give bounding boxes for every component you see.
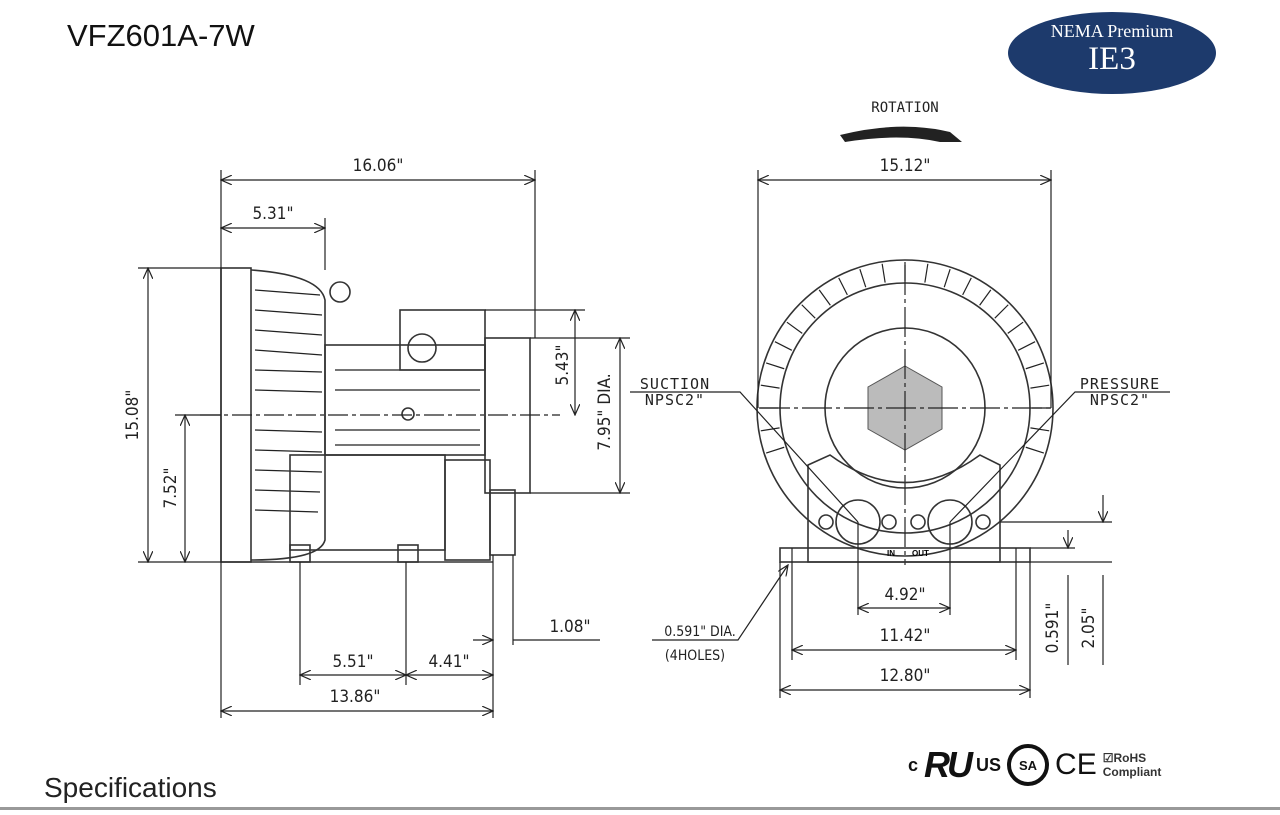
fan-fin [1017,341,1036,351]
dim-base-length: 13.86" [330,687,381,707]
nema-premium-badge: NEMA Premium IE3 [1008,12,1216,94]
ul-c-mark: c [908,754,919,775]
dim-fan-section: 5.31" [252,204,293,224]
badge-line1: NEMA Premium [1050,21,1174,41]
fan-fin [818,289,831,306]
dim-box-height: 5.43" [553,344,573,385]
dim-foot-to-end: 4.41" [428,652,469,672]
fan-fin [994,304,1009,319]
rohs-label: ☑RoHS [1102,751,1147,765]
fan-fin [924,263,929,283]
dim-port-spacing: 4.92" [884,585,925,605]
port-out-label: OUT [912,549,929,558]
fan-fin [859,268,867,288]
fan-fin [962,277,972,296]
certification-logos: c RU US SA CE ☑RoHS Compliant [908,744,1161,786]
fan-fin [801,304,816,319]
dim-overall-height: 15.08" [123,390,143,441]
dim-port-height: 2.05" [1079,607,1099,648]
fan-fin [1030,384,1050,389]
bottom-divider [0,807,1280,810]
fan-fin [786,321,803,334]
csa-logo: SA [1007,744,1050,786]
fan-fin [943,268,951,288]
ul-us-mark: US [976,754,1002,775]
rohs-compliant: Compliant [1102,765,1162,779]
side-dimensions: 16.06" 5.31" 15.08" 7.52" 5.43" 7.95" DI… [123,156,630,718]
fan-fin [760,427,780,432]
dim-foot-span: 5.51" [332,652,373,672]
rotation-label: ROTATION [871,100,938,116]
suction-label: SUCTION [640,375,710,393]
hole-dia-label: 0.591" DIA. [664,624,736,640]
rotation-arrow-icon [840,126,962,142]
side-view [200,267,560,563]
front-dimensions: 15.12" SUCTION NPSC2" PRESSURE NPSC2" 4.… [630,156,1170,698]
dim-center-height: 7.52" [161,467,181,508]
fan-fin [765,362,785,370]
pressure-thread: NPSC2" [1090,391,1150,409]
port-in-label: IN [887,549,895,558]
dim-hole-spacing: 11.42" [880,626,931,646]
fan-fin [774,341,793,351]
pressure-label: PRESSURE [1080,375,1160,393]
fan-fin [1025,362,1045,370]
front-view: ROTATION IN OUT [756,100,1054,565]
dim-overall-length: 16.06" [353,156,404,176]
fan-fin [838,277,848,296]
fan-fin [1025,446,1045,454]
fan-fin [760,384,780,389]
badge-line2: IE3 [1088,41,1136,77]
dim-motor-dia: 7.95" DIA. [595,373,615,450]
fan-fin [881,263,886,283]
dim-overall-width: 15.12" [880,156,931,176]
suction-thread: NPSC2" [645,391,705,409]
fan-fin [1007,321,1024,334]
ce-logo: CE [1055,748,1097,781]
fan-fin [765,446,785,454]
dim-foot-offset: 1.08" [549,617,590,637]
dim-base-width: 12.80" [880,666,931,686]
hole-count-label: (4HOLES) [665,648,725,664]
ul-logo: RU [924,744,973,785]
fan-fin [979,289,992,306]
model-title: VFZ601A-7W [67,18,255,53]
specifications-heading: Specifications [44,772,217,803]
dim-foot-thickness: 0.591" [1043,603,1063,654]
rohs-badge: ☑RoHS Compliant [1103,751,1162,779]
